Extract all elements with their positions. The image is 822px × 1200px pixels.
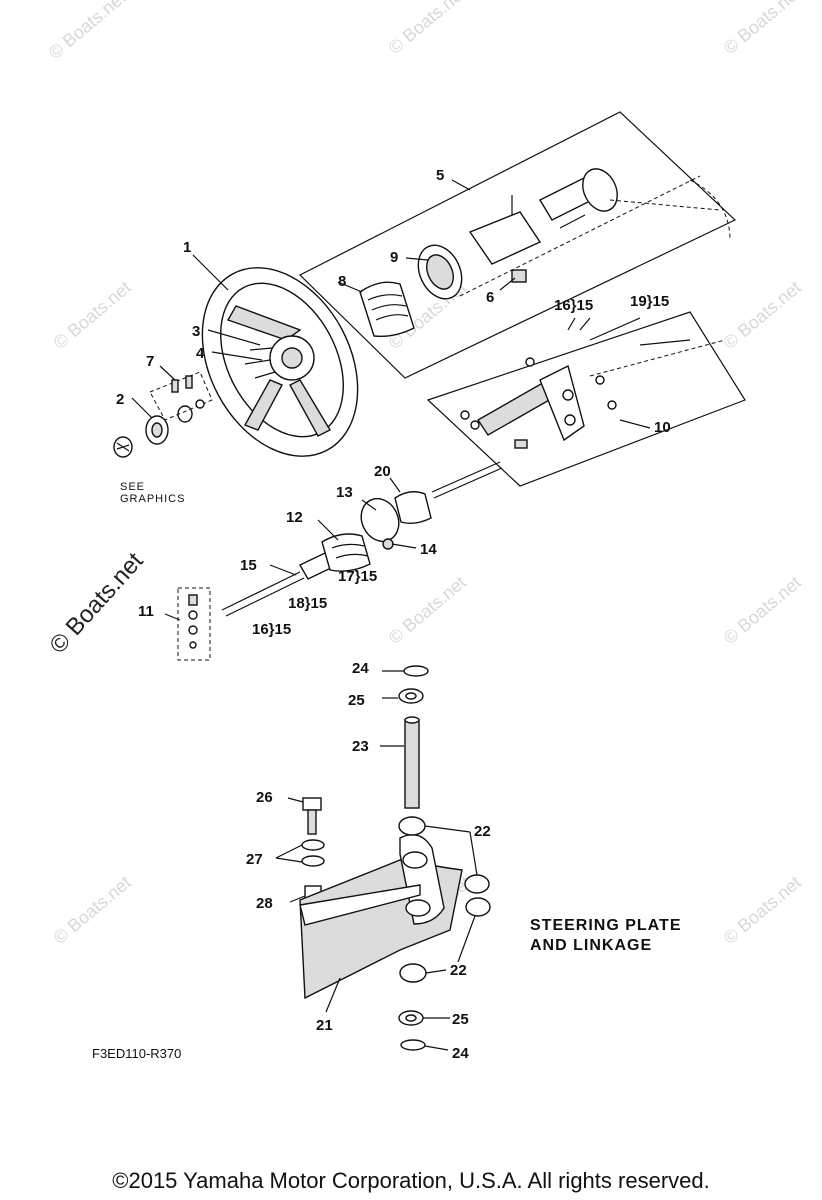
label-28: 28 [256,895,273,912]
label-25-lower: 25 [452,1011,469,1028]
label-8: 8 [338,273,346,290]
label-17-15: 17}15 [338,568,377,585]
label-1: 1 [183,239,191,256]
label-2: 2 [116,391,124,408]
label-6: 6 [486,289,494,306]
watermark-main: © Boats.net [44,547,148,659]
label-10: 10 [654,419,671,436]
label-22-upper: 22 [474,823,491,840]
steering-wheel [201,267,359,457]
watermark: © Boats.net [720,872,805,948]
label-14: 14 [420,541,437,558]
label-16-15-lower: 16}15 [252,621,291,638]
label-11: 11 [138,603,154,620]
label-20: 20 [374,463,391,480]
cable-assembly [221,461,503,617]
label-16-15-upper: 16}15 [554,297,593,314]
watermark: © Boats.net [45,0,130,63]
caption-line2: AND LINKAGE [530,937,652,954]
watermark: © Boats.net [50,277,135,353]
label-21: 21 [316,1017,333,1034]
helm-internals [359,168,731,338]
label-24-lower: 24 [452,1045,469,1062]
label-13: 13 [336,484,353,501]
label-26: 26 [256,789,273,806]
copyright-footer: ©2015 Yamaha Motor Corporation, U.S.A. A… [112,1168,710,1193]
leader-lines [131,179,651,1051]
hardware-kit-7 [149,371,213,421]
bracket-assembly [460,339,726,449]
label-25-upper: 25 [348,692,365,709]
see-graphics-line1: SEE [120,481,145,493]
part-labels: 1 2 3 4 5 6 7 8 9 10 11 12 13 14 15 16}1… [116,167,671,1062]
label-19-15: 19}15 [630,293,669,310]
label-22-lower: 22 [450,962,467,979]
label-23: 23 [352,738,369,755]
see-graphics-line2: GRAPHICS [120,493,185,505]
watermark: © Boats.net [720,572,805,648]
label-9: 9 [390,249,398,266]
label-27: 27 [246,851,263,868]
diagram-code: F3ED110-R370 [92,1046,181,1061]
label-15: 15 [240,557,257,574]
label-4: 4 [196,345,205,362]
label-24-upper: 24 [352,660,369,677]
watermarks: © Boats.net © Boats.net © Boats.net © Bo… [44,0,804,948]
nut-and-cap [113,405,193,458]
watermark: © Boats.net [720,277,805,353]
label-18-15: 18}15 [288,595,327,612]
bracket-assembly-box [426,311,746,487]
label-12: 12 [286,509,303,526]
steering-plate [299,665,491,1051]
watermark: © Boats.net [385,0,470,58]
label-3: 3 [192,323,200,340]
helm-assembly-box [298,111,737,379]
caption-line1: STEERING PLATE [530,917,682,934]
watermark: © Boats.net [385,572,470,648]
label-5: 5 [436,167,444,184]
hardware-kit-11 [177,587,211,661]
watermark: © Boats.net [720,0,805,58]
label-7: 7 [146,353,154,370]
watermark: © Boats.net [50,872,135,948]
